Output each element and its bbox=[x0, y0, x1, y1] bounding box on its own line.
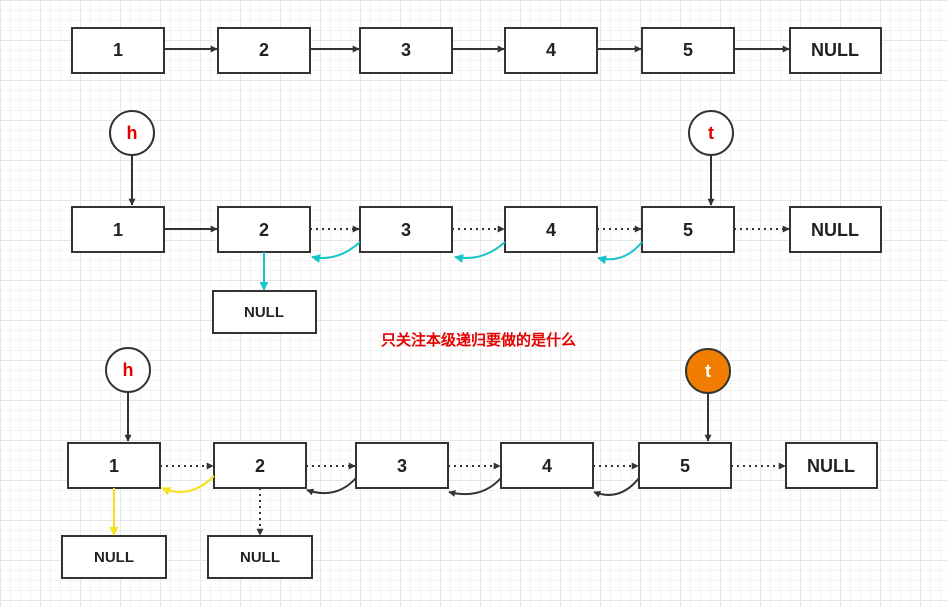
node-label: 5 bbox=[680, 456, 690, 476]
null-node: NULL bbox=[785, 442, 878, 489]
null-node: NULL bbox=[789, 27, 882, 74]
list-node: 5 bbox=[641, 27, 735, 74]
tail-label: t bbox=[705, 361, 711, 381]
node-label: 3 bbox=[401, 220, 411, 240]
null-label: NULL bbox=[807, 456, 855, 476]
null-label: NULL bbox=[244, 304, 284, 321]
list-node: 4 bbox=[500, 442, 594, 489]
list-node: 4 bbox=[504, 206, 598, 253]
null-node-small: NULL bbox=[207, 535, 313, 579]
list-node: 5 bbox=[641, 206, 735, 253]
node-label: 2 bbox=[255, 456, 265, 476]
list-step-1: h t 1 2 3 4 5 NULL bbox=[71, 110, 882, 334]
node-label: 4 bbox=[546, 220, 556, 240]
node-label: 2 bbox=[259, 40, 269, 60]
list-node: 2 bbox=[217, 27, 311, 74]
list-node: 3 bbox=[359, 27, 453, 74]
reverse-arrow-teal bbox=[311, 241, 361, 263]
reverse-arrow bbox=[306, 477, 357, 496]
list-node: 4 bbox=[504, 27, 598, 74]
node-label: 1 bbox=[113, 220, 123, 240]
head-pointer: h bbox=[109, 110, 155, 156]
node-label: 1 bbox=[113, 40, 123, 60]
node-label: 3 bbox=[397, 456, 407, 476]
head-label: h bbox=[123, 360, 134, 380]
reverse-arrow bbox=[593, 477, 640, 498]
head-label: h bbox=[127, 123, 138, 143]
null-node: NULL bbox=[789, 206, 882, 253]
node-label: 5 bbox=[683, 40, 693, 60]
head-pointer: h bbox=[105, 347, 151, 393]
list-original: 1 2 3 4 5 NULL bbox=[71, 27, 882, 74]
null-label: NULL bbox=[811, 40, 859, 60]
reverse-arrow-teal bbox=[597, 241, 643, 265]
node-label: 3 bbox=[401, 40, 411, 60]
note-text: 只关注本级递归要做的是什么 bbox=[381, 331, 576, 349]
null-label: NULL bbox=[240, 549, 280, 566]
tail-label: t bbox=[708, 123, 714, 143]
list-step-2: h t 1 2 3 4 5 NULL bbox=[61, 347, 878, 579]
reverse-arrow bbox=[448, 477, 502, 497]
list-node: 3 bbox=[355, 442, 449, 489]
node-label: 2 bbox=[259, 220, 269, 240]
list-node: 1 bbox=[71, 206, 165, 253]
list-node: 2 bbox=[217, 206, 311, 253]
null-label: NULL bbox=[811, 220, 859, 240]
list-node: 5 bbox=[638, 442, 732, 489]
list-node: 1 bbox=[67, 442, 161, 489]
node-label: 4 bbox=[542, 456, 552, 476]
tail-pointer: t bbox=[688, 110, 734, 156]
list-node: 3 bbox=[359, 206, 453, 253]
null-node-small: NULL bbox=[212, 290, 317, 334]
null-node-small: NULL bbox=[61, 535, 167, 579]
node-label: 4 bbox=[546, 40, 556, 60]
reverse-arrow-yellow bbox=[161, 475, 215, 496]
reverse-arrow-teal bbox=[454, 241, 506, 263]
node-label: 1 bbox=[109, 456, 119, 476]
node-label: 5 bbox=[683, 220, 693, 240]
list-node: 2 bbox=[213, 442, 307, 489]
list-node: 1 bbox=[71, 27, 165, 74]
null-label: NULL bbox=[94, 549, 134, 566]
tail-pointer: t bbox=[685, 348, 731, 394]
